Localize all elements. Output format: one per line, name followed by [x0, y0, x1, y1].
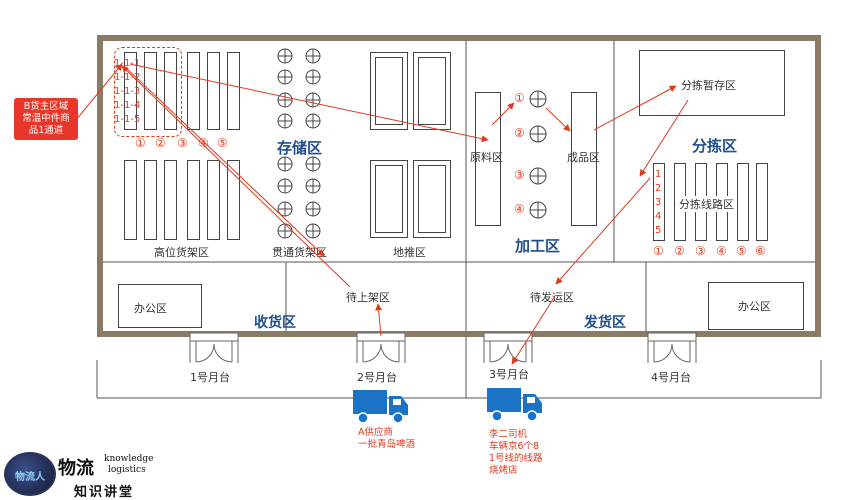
office-right-label: 办公区	[738, 300, 771, 313]
sort-channel-number: ⑤	[736, 244, 747, 258]
caption-line: 烧烤店	[489, 465, 518, 476]
receiving-zone-title: 收货区	[254, 315, 296, 331]
rack-slot-label: 1-1-1	[114, 58, 141, 69]
dock-1-label: 1号月台	[190, 371, 230, 384]
caption-line: 一批青岛啤酒	[358, 439, 416, 450]
brand-title-en1: knowledge	[104, 454, 154, 464]
caption-line: 1号线的线路	[489, 453, 543, 464]
floor-stack-block-inner	[418, 57, 446, 125]
high-rack	[207, 160, 220, 240]
brand-title-en2: logistics	[108, 465, 146, 475]
sort-channel-number: ①	[653, 244, 664, 258]
high-rack	[207, 52, 220, 130]
rack-slot-label: 1-1-3	[114, 86, 141, 97]
callout-line: 常温中件商	[22, 113, 70, 124]
sort-temp-area-label: 分拣暂存区	[681, 79, 736, 92]
drive-in-rack-pallets	[277, 48, 321, 239]
inbound-truck-caption: A供应商 一批青岛啤酒	[358, 427, 415, 451]
sort-line-number: 2	[655, 183, 662, 194]
sort-line-number: 3	[655, 197, 662, 208]
sort-line-rack	[737, 163, 749, 241]
outbound-truck-caption: 李二司机 车辆京6个8 1号线的线路 烧烤店	[489, 429, 543, 477]
high-rack	[164, 160, 177, 240]
pending-shipping-area-label: 待发运区	[530, 291, 574, 304]
finished-goods-rack	[571, 92, 597, 226]
caption-line: 车辆京6个8	[489, 441, 540, 452]
raw-material-rack	[475, 92, 501, 226]
sort-line-area-label: 分拣线路区	[679, 196, 734, 212]
high-rack-area-label: 高位货架区	[154, 246, 209, 259]
rack-slot-label: 1-1-5	[114, 114, 141, 125]
sort-channel-number: ④	[716, 244, 727, 258]
channel-number: ⑤	[217, 136, 228, 150]
high-rack	[227, 52, 240, 130]
floor-stack-block-inner	[375, 57, 403, 125]
processing-zone-title: 加工区	[515, 237, 561, 255]
dock-3-label: 3号月台	[489, 368, 529, 381]
pending-shelving-area-label: 待上架区	[346, 291, 390, 304]
brand-title-cn: 物流	[58, 458, 94, 479]
rack-slot-label: 1-1-4	[114, 100, 141, 111]
sort-line-rack	[653, 163, 665, 241]
dock-2-label: 2号月台	[357, 371, 397, 384]
brand-avatar: 物流人	[4, 452, 56, 496]
processing-stations	[529, 90, 547, 219]
callout-line: 品1通道	[28, 125, 64, 136]
station-number: ①	[514, 91, 525, 105]
high-rack	[124, 160, 137, 240]
caption-line: A供应商	[358, 427, 393, 438]
channel-number: ③	[177, 136, 188, 150]
brand-subtitle: 知识讲堂	[74, 485, 135, 500]
inbound-truck-icon	[353, 390, 408, 424]
finished-goods-area-label: 成品区	[567, 151, 600, 164]
station-number: ②	[514, 126, 525, 140]
rack-slot-label: 1-1-2	[114, 72, 141, 83]
sort-line-number: 1	[655, 169, 662, 180]
channel-number: ②	[155, 136, 166, 150]
office-left	[118, 284, 202, 328]
high-rack	[187, 160, 200, 240]
sort-line-rack	[756, 163, 768, 241]
raw-material-area-label: 原料区	[470, 151, 503, 164]
brand-avatar-text: 物流人	[15, 472, 45, 483]
high-rack	[144, 160, 157, 240]
dock-4-label: 4号月台	[651, 371, 691, 384]
sorting-zone-title: 分拣区	[692, 137, 738, 155]
high-rack	[227, 160, 240, 240]
station-number: ④	[514, 202, 525, 216]
channel-number: ①	[135, 136, 146, 150]
high-rack	[187, 52, 200, 130]
sort-channel-number: ③	[695, 244, 706, 258]
station-number: ③	[514, 168, 525, 182]
floor-stack-area-label: 地推区	[393, 246, 426, 259]
channel-number: ④	[198, 136, 209, 150]
storage-zone-title: 存储区	[277, 139, 323, 157]
outbound-truck-icon	[487, 388, 542, 422]
selected-channel-box	[114, 47, 182, 137]
sort-line-number: 5	[655, 225, 662, 236]
sort-channel-number: ②	[674, 244, 685, 258]
callout-line: B货主区域	[23, 101, 69, 112]
floor-stack-block-inner	[375, 165, 403, 233]
shipping-zone-title: 发货区	[584, 315, 626, 331]
office-left-label: 办公区	[134, 302, 167, 315]
sort-temp-area	[639, 50, 785, 116]
sort-line-number: 4	[655, 211, 662, 222]
cargo-owner-callout: B货主区域 常温中件商 品1通道	[14, 98, 78, 140]
drive-in-rack-area-label: 贯通货架区	[272, 246, 327, 259]
floor-stack-block-inner	[418, 165, 446, 233]
sort-channel-number: ⑥	[755, 244, 766, 258]
caption-line: 李二司机	[489, 429, 528, 440]
office-right	[708, 282, 804, 330]
